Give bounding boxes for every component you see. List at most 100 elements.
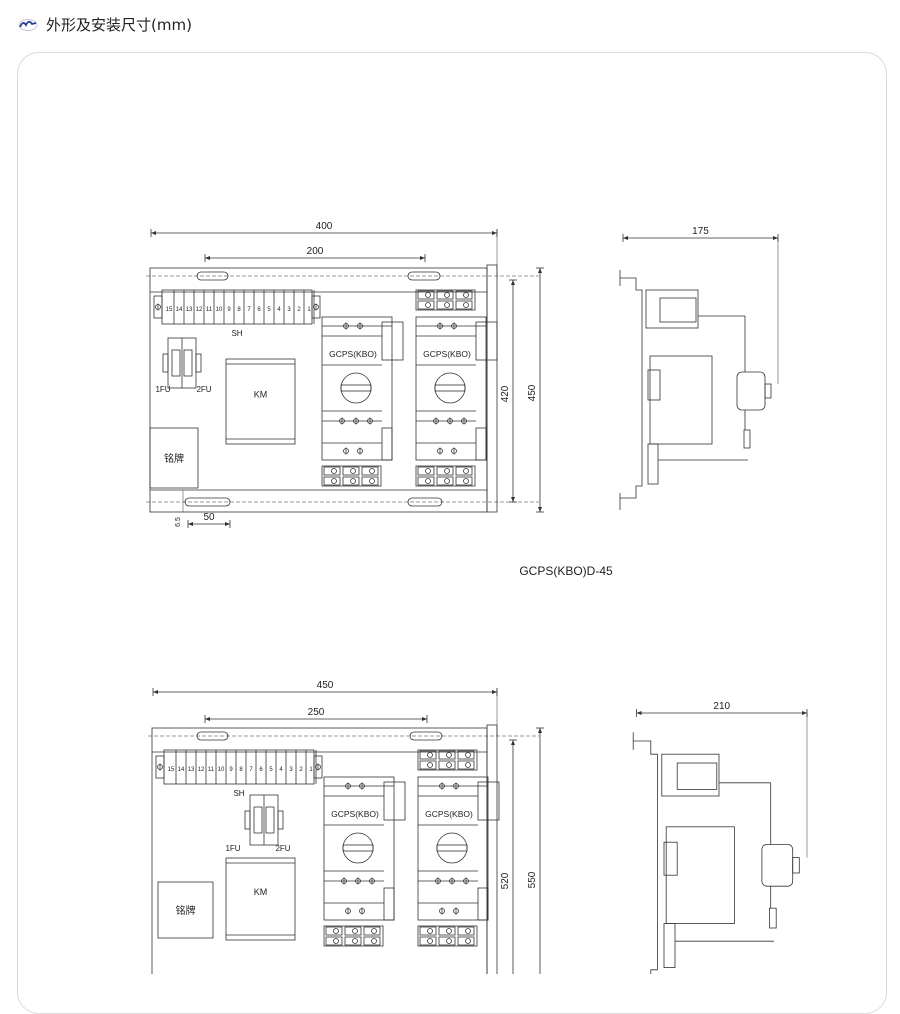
terminal-screw-icon — [444, 302, 450, 308]
terminal-number: 10 — [218, 767, 225, 773]
arrow-icon — [188, 522, 230, 526]
side-lower-block — [647, 443, 659, 485]
dimension-label: 520 — [500, 872, 511, 889]
switch-label: GCPS(KBO) — [329, 349, 377, 359]
side-switch-front — [663, 841, 678, 876]
terminal-number: 2 — [297, 307, 301, 313]
terminal-number: 13 — [186, 307, 193, 313]
terminal-screw-icon — [331, 478, 337, 484]
fuse-cartridge — [253, 806, 263, 834]
terminal-cell — [455, 476, 473, 486]
terminal-block — [415, 289, 476, 311]
terminal-number: 15 — [166, 307, 173, 313]
terminal-number: 12 — [198, 767, 205, 773]
dimension-label: 50 — [203, 512, 215, 523]
mount-height-dimension: 420 — [500, 279, 517, 503]
terminal-screw-icon — [425, 292, 431, 298]
side-terminal — [743, 429, 751, 449]
terminal-cell — [438, 760, 456, 770]
side-terminal — [381, 321, 404, 361]
terminal-screw-icon — [350, 478, 356, 484]
terminal-frame — [323, 925, 384, 947]
terminal-number: 10 — [216, 307, 223, 313]
terminal-screw-icon — [427, 762, 433, 768]
terminal-cell — [419, 760, 437, 770]
slot-spacing-dimension: 250 — [204, 707, 428, 723]
gcps-switch: GCPS(KBO) — [323, 776, 406, 921]
terminal-screw-icon — [331, 468, 337, 474]
terminal-number: 1 — [309, 767, 313, 773]
terminal-screw-icon — [446, 938, 452, 944]
slot-offset-dimension: 50 — [187, 512, 231, 528]
terminal-cell — [417, 290, 435, 300]
dimension-label: 550 — [527, 871, 538, 888]
mounting-slot — [196, 271, 229, 281]
terminal-screw-icon — [427, 928, 433, 934]
terminal-cell — [417, 300, 435, 310]
terminal-screw-icon — [371, 928, 377, 934]
side-bracket — [619, 270, 643, 510]
terminal-number: 3 — [287, 307, 291, 313]
fuse-cartridge — [265, 806, 275, 834]
height-dimension: 450 — [527, 267, 544, 513]
terminal-cell — [457, 750, 475, 760]
dimension-label: 210 — [713, 701, 730, 712]
terminal-cell — [457, 760, 475, 770]
terminal-screw-icon — [465, 762, 471, 768]
terminal-block — [415, 465, 476, 487]
arrow-icon — [538, 728, 542, 733]
terminal-screw-icon — [333, 928, 339, 934]
terminal-cell — [323, 466, 341, 476]
terminal-screw-icon — [352, 928, 358, 934]
gcps-switch: GCPS(KBO) — [417, 776, 500, 921]
dimension-label: 450 — [317, 680, 334, 691]
terminal-cell — [455, 300, 473, 310]
fuse-clip — [195, 353, 202, 373]
terminal-cell — [361, 466, 379, 476]
terminal-cell — [419, 750, 437, 760]
terminal-number: 15 — [168, 767, 175, 773]
strip-body — [161, 289, 313, 325]
terminal-block — [323, 925, 384, 947]
terminal-cell — [344, 936, 362, 946]
width-dimension: 400 — [150, 221, 498, 237]
switch-body — [415, 316, 487, 461]
terminal-screw-icon — [425, 468, 431, 474]
terminal-cell — [323, 476, 341, 486]
dimension-label: 400 — [316, 221, 333, 232]
terminal-cell — [342, 466, 360, 476]
side-terminal — [475, 427, 487, 461]
terminal-number: 5 — [267, 307, 271, 313]
terminal-number: 4 — [277, 307, 281, 313]
model-caption: GCPS(KBO)D-45 — [519, 564, 613, 578]
terminal-cell — [325, 926, 343, 936]
terminal-screw-icon — [369, 468, 375, 474]
fuse-clip — [162, 353, 169, 373]
terminal-number: 14 — [178, 767, 185, 773]
fuse1-label: 1FU — [155, 385, 170, 394]
mount-height-dimension: 520 — [500, 739, 517, 974]
knob-bar — [436, 844, 468, 852]
terminal-cell — [361, 476, 379, 486]
width-dimension: 450 — [152, 680, 498, 696]
height-dimension: 550 — [527, 727, 544, 974]
dimension-label: 250 — [308, 707, 325, 718]
terminal-number: 5 — [269, 767, 273, 773]
terminal-screw-icon — [425, 478, 431, 484]
terminal-screw-icon — [350, 468, 356, 474]
terminal-cell — [455, 290, 473, 300]
side-switch-front — [647, 369, 661, 401]
side-terminal — [659, 297, 697, 323]
terminal-screw-icon — [371, 938, 377, 944]
section-title: 外形及安装尺寸(mm) — [46, 15, 192, 34]
terminal-screw-icon — [465, 928, 471, 934]
depth-dimension: 175 — [622, 226, 779, 242]
terminal-screw-icon — [463, 468, 469, 474]
mounting-slot — [407, 497, 443, 507]
terminal-number: 8 — [239, 767, 243, 773]
side-bracket — [632, 732, 658, 974]
terminal-screw-icon — [427, 752, 433, 758]
side-terminal — [383, 781, 406, 821]
